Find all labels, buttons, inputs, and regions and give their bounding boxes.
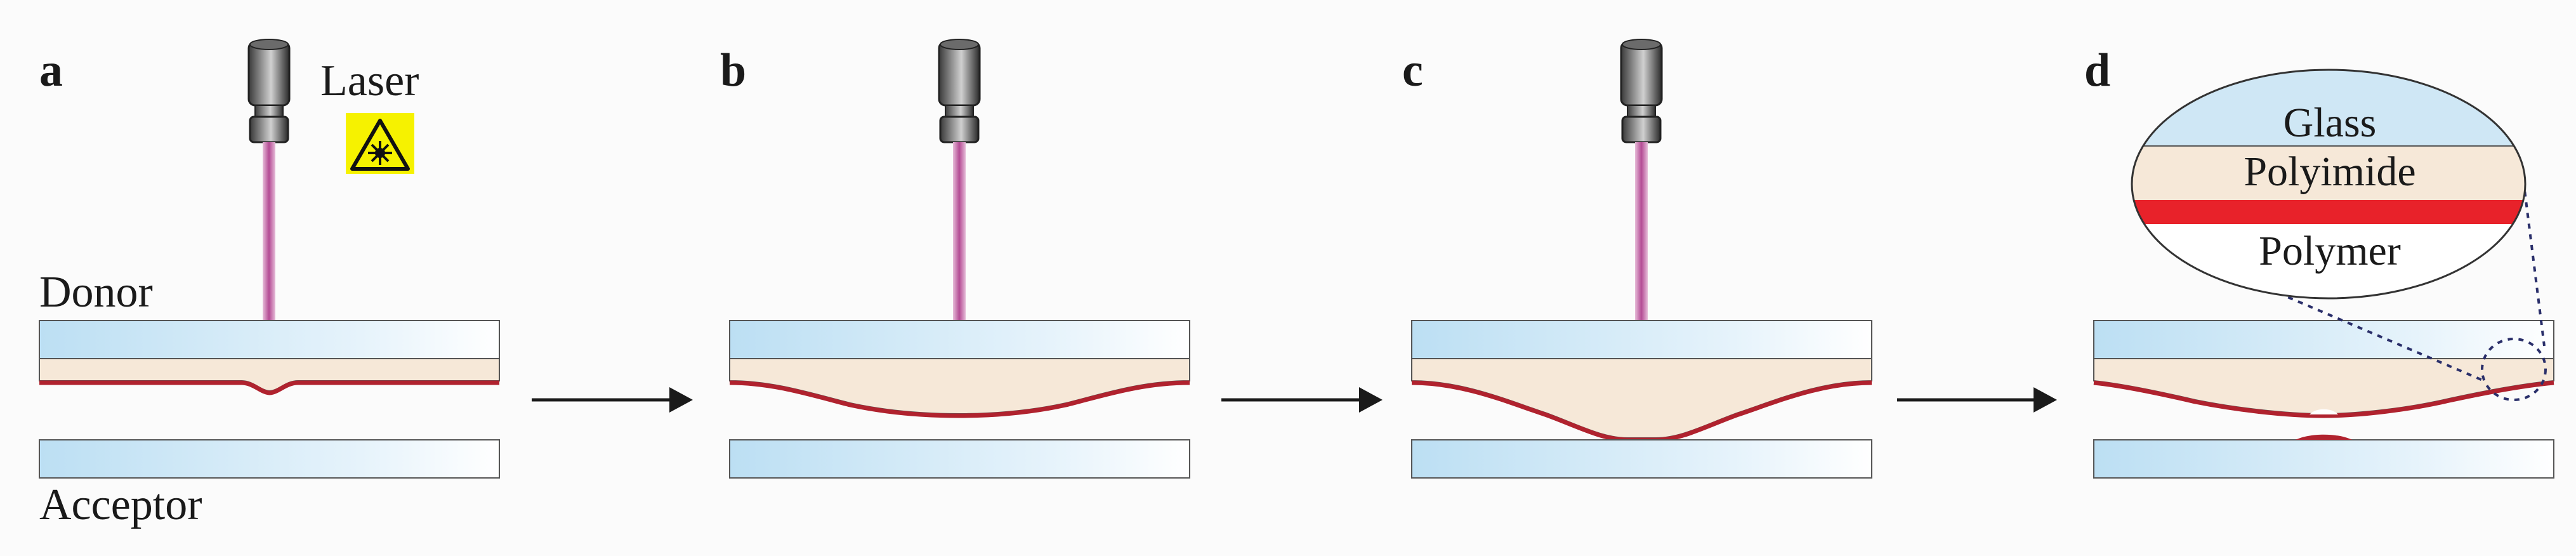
polymer-layer xyxy=(2093,380,2554,418)
acceptor-glass xyxy=(1411,439,1872,479)
laser-head-icon xyxy=(247,39,291,143)
inset-polymer-label: Polymer xyxy=(2259,228,2401,274)
laser-label: Laser xyxy=(320,56,419,105)
laser-beam xyxy=(1635,142,1648,357)
donor-glass xyxy=(39,320,500,359)
panel-a xyxy=(39,39,500,479)
polymer-layer xyxy=(39,380,499,395)
panel-letter-c: c xyxy=(1402,44,1423,96)
panel-d: Glass Polyimide Polymer xyxy=(2093,69,2554,479)
void-bubble xyxy=(2310,409,2338,414)
laser-warning-icon xyxy=(346,113,414,174)
process-arrow-icon xyxy=(1897,387,2057,413)
donor-label: Donor xyxy=(39,268,153,317)
panel-letter-a: a xyxy=(39,44,63,96)
transferred-polymer xyxy=(2296,434,2352,440)
panel-letter-d: d xyxy=(2084,44,2110,96)
panel-letter-b: b xyxy=(720,44,746,96)
polymer-layer xyxy=(729,380,1190,418)
inset-glass-label: Glass xyxy=(2284,100,2377,146)
laser-beam xyxy=(953,142,966,357)
process-arrow-icon xyxy=(1221,387,1383,413)
laser-head-icon xyxy=(1620,39,1663,143)
process-arrow-icon xyxy=(532,387,693,413)
acceptor-glass xyxy=(39,439,500,479)
donor-glass xyxy=(1411,320,1872,359)
panel-b xyxy=(729,39,1190,479)
laser-beam xyxy=(263,142,275,357)
acceptor-glass xyxy=(2093,439,2554,479)
donor-glass xyxy=(729,320,1190,359)
inset-polyimide-label: Polyimide xyxy=(2244,149,2415,195)
laser-head-icon xyxy=(938,39,981,143)
panel-c xyxy=(1411,39,1872,479)
zoom-guide-line xyxy=(2521,169,2546,347)
zoom-guide-line xyxy=(2268,288,2485,382)
acceptor-label: Acceptor xyxy=(39,480,202,529)
acceptor-glass xyxy=(729,439,1190,479)
zoom-region-marker xyxy=(2481,338,2547,401)
donor-glass xyxy=(2093,320,2554,359)
